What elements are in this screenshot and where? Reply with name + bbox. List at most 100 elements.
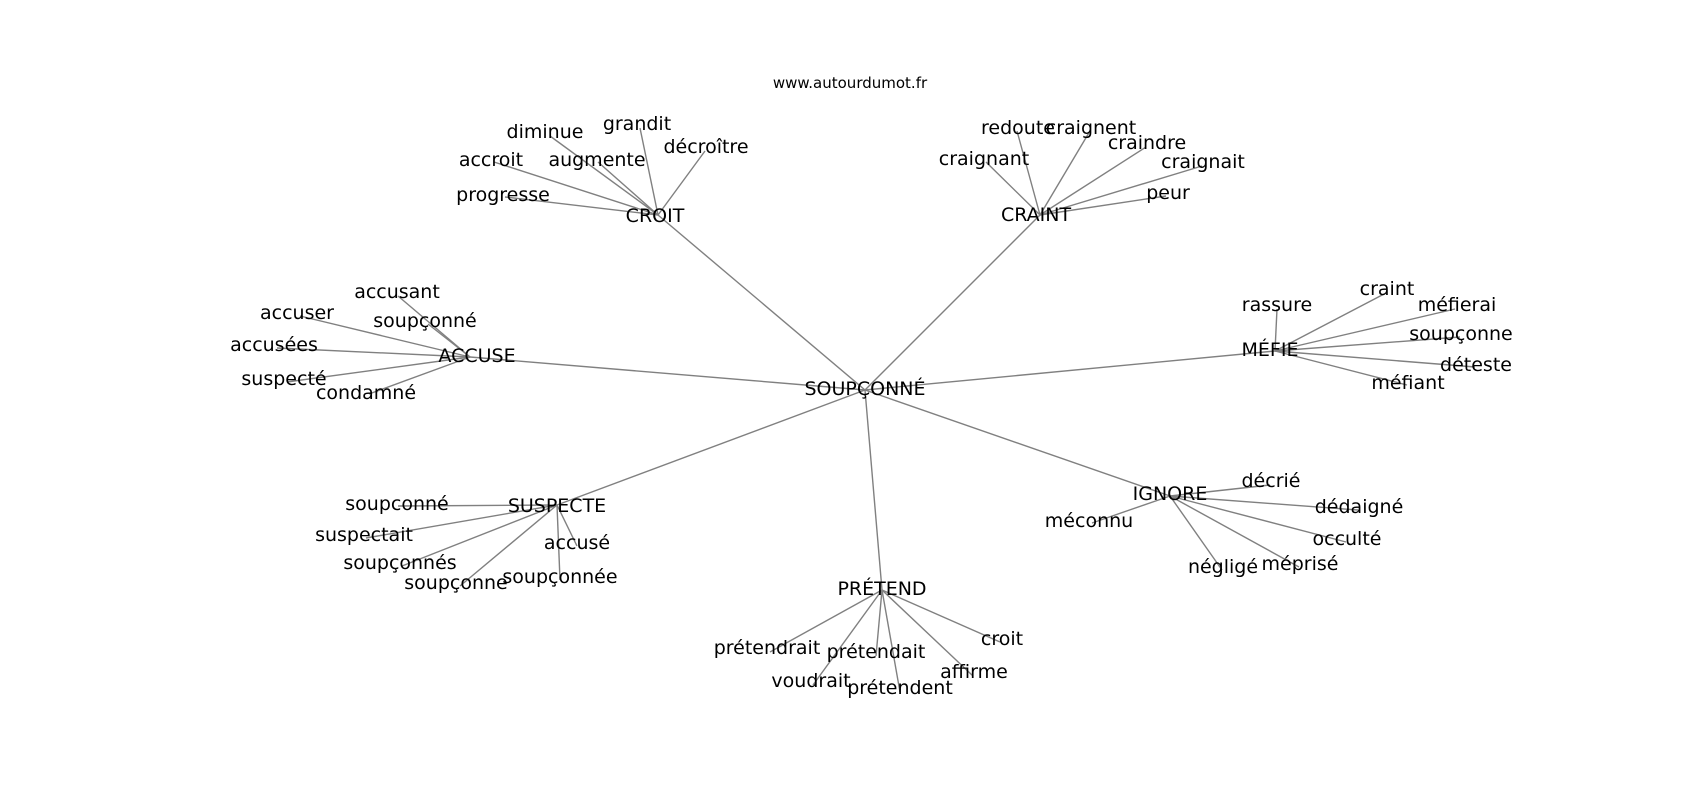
leaf-node-label: craignent <box>1046 117 1136 139</box>
leaf-node-label: diminue <box>507 121 584 143</box>
edge-hub-leaf-5-4 <box>1169 495 1223 571</box>
site-url: www.autourdumot.fr <box>773 74 928 92</box>
leaf-node-label: condamné <box>316 382 416 404</box>
leaf-node-label: voudrait <box>771 670 850 692</box>
edge-hub-leaf-0-0 <box>549 135 659 216</box>
leaf-node-label: croit <box>981 628 1023 650</box>
leaf-node-label: peur <box>1146 182 1190 204</box>
edge-hub-leaf-0-5 <box>504 196 659 216</box>
edge-hub-leaf-5-5 <box>1169 495 1300 568</box>
leaf-node-label: occulté <box>1313 528 1382 550</box>
edge-hub-leaf-1-1 <box>1039 130 1091 216</box>
edge-hub-leaf-6-0 <box>881 589 1001 643</box>
edge-hub-leaf-5-3 <box>1169 495 1347 543</box>
leaf-node-label: méfiant <box>1371 372 1444 394</box>
edge-hub-leaf-3-5 <box>1274 350 1408 386</box>
edge-hub-leaf-6-1 <box>769 589 883 653</box>
edge-hub-leaf-6-4 <box>812 589 883 686</box>
edge-hub-leaf-0-4 <box>597 161 659 216</box>
edge-hub-leaf-0-3 <box>493 161 659 216</box>
leaf-node-label: méprisé <box>1262 553 1339 575</box>
leaf-node-label: accusé <box>544 532 610 554</box>
leaf-node-label: affirme <box>940 661 1008 683</box>
leaf-node-label: craindre <box>1108 132 1186 154</box>
leaf-node-label: craignait <box>1161 151 1245 173</box>
edge-hub-leaf-3-0 <box>1274 308 1278 352</box>
leaf-node-label: accuser <box>260 302 334 324</box>
edge-hub-leaf-4-2 <box>556 504 578 547</box>
edge-hub-leaf-2-5 <box>368 356 471 395</box>
edge-hub-leaf-2-2 <box>427 323 471 358</box>
leaf-node-label: accusant <box>354 281 440 303</box>
edge-hub-leaf-0-2 <box>657 150 706 216</box>
edge-hub-leaf-6-3 <box>881 589 974 677</box>
leaf-node-label: prétendait <box>827 641 926 663</box>
edge-hub-leaf-5-0 <box>1169 484 1271 497</box>
edge-hub-leaf-4-4 <box>556 504 561 581</box>
leaf-node-label: prétendent <box>847 677 953 699</box>
leaf-node-label: déteste <box>1440 354 1512 376</box>
edge-hub-leaf-0-1 <box>639 127 659 216</box>
leaf-node-label: redoute <box>981 117 1055 139</box>
leaf-node-label: suspecté <box>241 368 326 390</box>
leaf-node-label: soupçonne <box>404 572 507 594</box>
edge-hub-leaf-5-2 <box>1091 495 1171 524</box>
edge-hub-leaf-2-1 <box>299 315 471 358</box>
leaf-node-label: méconnu <box>1045 510 1133 532</box>
edge-hub-leaf-1-2 <box>1039 146 1147 216</box>
leaf-node-label: décrié <box>1242 470 1301 492</box>
edge-hub-leaf-1-4 <box>1039 165 1203 216</box>
edge-center-hub-4 <box>556 389 866 506</box>
hub-node-label: PRÉTEND <box>837 577 926 600</box>
edge-hub-leaf-1-3 <box>985 161 1041 216</box>
leaf-node-label: suspectait <box>315 524 413 546</box>
leaf-node-label: soupçonne <box>1409 323 1512 345</box>
leaf-node-label: progresse <box>456 184 550 206</box>
edge-hub-leaf-3-4 <box>1274 350 1476 368</box>
center-node-label: SOUPÇONNÉ <box>804 377 925 400</box>
leaf-node-label: grandit <box>603 113 671 135</box>
edge-hub-leaf-4-0 <box>397 504 558 507</box>
hub-node-label: CROIT <box>626 205 685 227</box>
leaf-node-label: soupçonné <box>373 310 476 332</box>
leaf-node-label: décroître <box>663 136 748 158</box>
leaf-node-label: rassure <box>1242 294 1312 316</box>
edge-hub-leaf-4-3 <box>401 504 558 567</box>
edge-hub-leaf-3-3 <box>1274 336 1461 352</box>
leaf-node-label: accusées <box>230 334 318 356</box>
edge-center-hub-6 <box>864 389 883 591</box>
edge-center-hub-1 <box>864 214 1041 391</box>
edge-hub-leaf-1-5 <box>1039 195 1167 216</box>
hub-node-label: IGNORE <box>1133 483 1208 505</box>
leaf-node-label: soupconné <box>345 493 448 515</box>
edge-hub-leaf-6-5 <box>881 589 901 693</box>
leaf-node-label: augmente <box>548 149 645 171</box>
leaf-node-label: dédaigné <box>1315 496 1404 518</box>
edge-hub-leaf-2-4 <box>286 356 471 383</box>
edge-hub-leaf-2-3 <box>276 347 471 358</box>
hub-node-label: ACCUSE <box>438 345 515 367</box>
leaf-node-label: négligé <box>1188 556 1258 578</box>
edge-center-hub-0 <box>657 214 866 391</box>
edge-hub-leaf-1-0 <box>1016 130 1041 216</box>
leaf-node-label: craint <box>1360 278 1415 300</box>
edge-hub-leaf-4-5 <box>459 504 558 587</box>
edge-hub-leaf-6-2 <box>875 589 883 657</box>
edge-hub-leaf-5-1 <box>1169 495 1359 511</box>
edge-center-hub-5 <box>864 389 1171 497</box>
edge-hub-leaf-3-2 <box>1274 308 1456 352</box>
edges-layer <box>276 127 1476 693</box>
edge-center-hub-3 <box>864 350 1276 391</box>
leaf-node-label: méfierai <box>1418 294 1497 316</box>
hub-node-label: CRAINT <box>1001 204 1072 226</box>
hub-node-label: SUSPECTE <box>508 495 606 517</box>
leaf-node-label: soupçonnés <box>343 552 456 574</box>
hub-node-label: MÉFIE <box>1242 338 1299 361</box>
edge-hub-leaf-4-1 <box>365 504 558 539</box>
leaf-node-label: craignant <box>939 148 1029 170</box>
edge-center-hub-2 <box>469 356 866 391</box>
leaf-node-label: prétendrait <box>714 637 821 659</box>
leaf-node-label: accroit <box>459 149 523 171</box>
